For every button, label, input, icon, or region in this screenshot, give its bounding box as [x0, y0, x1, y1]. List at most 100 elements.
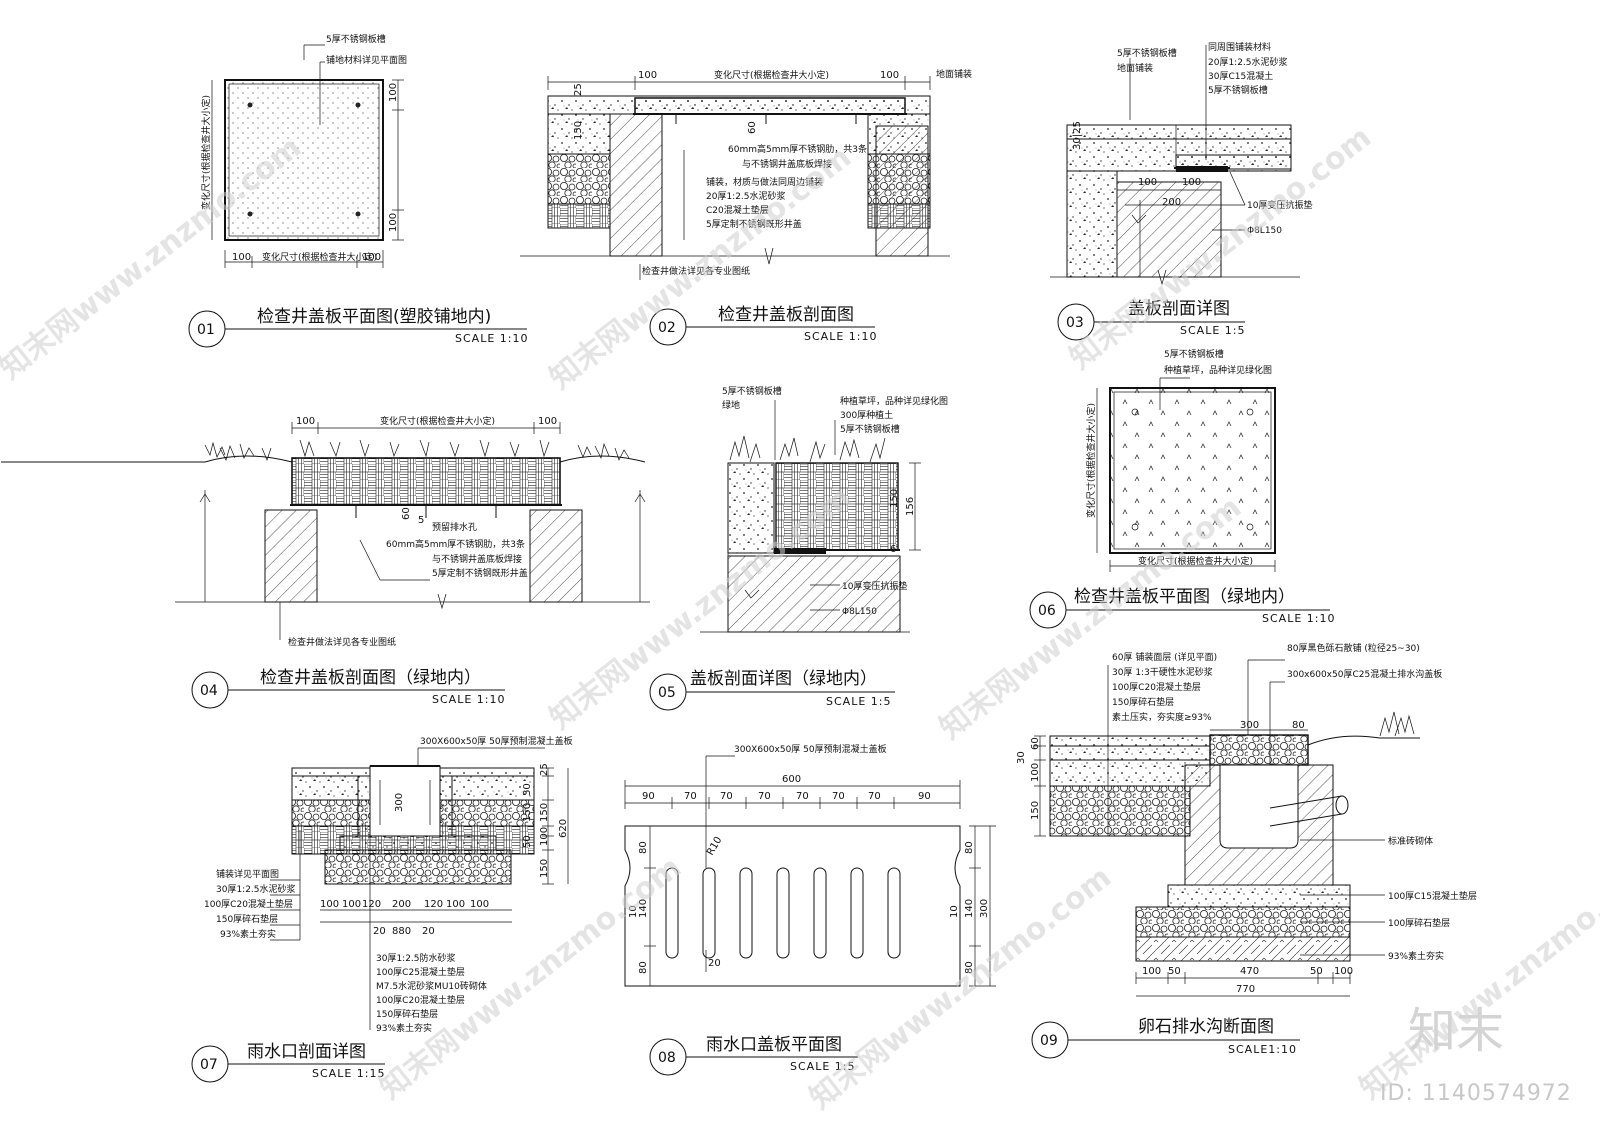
d06-note-groove: 5厚不锈钢板槽 — [1164, 348, 1224, 360]
d03-dim-c: 200 — [1162, 197, 1181, 208]
d07-dim-pit: 300 — [394, 793, 405, 812]
d09-note-gravel: 150厚碎石垫层 — [1112, 696, 1174, 708]
d05-dim-d: 150 — [889, 489, 900, 508]
title-06-text: 检查井盖板平面图（绿地内） — [1074, 587, 1295, 607]
d07-dim-h5: 50 — [522, 835, 533, 848]
d07-dim-h6: 150 — [539, 859, 550, 878]
d03-note-same: 同周围铺装材料 — [1208, 41, 1271, 53]
title-block-06: 06 检查井盖板平面图（绿地内） SCALE 1:10 — [1029, 587, 1335, 629]
d07-note-soil: 93%素土夯实 — [220, 928, 276, 940]
d08-dim-total: 600 — [782, 774, 801, 785]
d09-dim-l1: 60 — [1030, 737, 1041, 750]
d01-dim-v-bottom: 100 — [388, 213, 399, 232]
title-block-08: 08 雨水口盖板平面图 SCALE 1:5 — [649, 1035, 858, 1076]
d08-dim-r1: 140 — [964, 899, 975, 918]
d03-note-c15: 30厚C15混凝土 — [1208, 70, 1273, 82]
d02-dim-rib: 60 — [747, 121, 758, 134]
d04-note-well: 检查井做法详见各专业图纸 — [288, 636, 396, 648]
d07-dim-h0: 25 — [539, 763, 550, 776]
d02-dim-right: 100 — [880, 70, 899, 81]
d07-note-mortar: 30厚1:2.5水泥砂浆 — [216, 883, 296, 895]
d04-dim-right: 100 — [538, 416, 557, 427]
watermark-text-6: 知末网www.znzmo.com — [373, 850, 688, 1107]
d08-dim-radius: R10 — [705, 835, 724, 858]
d03-note-rebar: Φ8L150 — [1247, 226, 1282, 236]
d09-dim-l0: 30 — [1016, 751, 1027, 764]
d02-dim-left: 100 — [638, 70, 657, 81]
d09-dim-b2: 470 — [1240, 966, 1259, 977]
d04-dim-left: 100 — [296, 416, 315, 427]
d05-dim-t: 6 — [890, 544, 896, 555]
d07-note-brick: M7.5水泥砂浆MU10砖砌体 — [376, 980, 487, 992]
detail-05-cover-section-green: 5厚不锈钢板槽 绿地 种植草坪，品种详见绿化图 300厚种植土 5厚不锈钢板槽 … — [700, 385, 948, 633]
d08-dim-slot: 20 — [708, 958, 721, 969]
d07-dim-total: 620 — [558, 819, 569, 838]
detail-07-inlet-section: 300X600x50厚 50厚预制混凝土盖板 铺装详见平面图 30厚1:2.5水… — [204, 735, 573, 1034]
d07-dim-b1: 100 — [342, 899, 361, 910]
title-02-text: 检查井盖板剖面图 — [718, 305, 854, 325]
title-06-scale: SCALE 1:10 — [1262, 612, 1335, 625]
title-03-scale: SCALE 1:5 — [1180, 324, 1245, 337]
d02-note-mortar: 20厚1:2.5水泥砂浆 — [706, 190, 786, 202]
d02-note-ground: 地面铺装 — [936, 68, 972, 80]
d08-note-cover: 300X600x50厚 50厚预制混凝土盖板 — [734, 743, 887, 755]
d01-note-paving: 铺地材料详见平面图 — [326, 54, 407, 66]
d07-dim-h4: 100 — [539, 827, 550, 846]
d03-dim-v: 30|25 — [1072, 121, 1083, 150]
d03-note-mortar: 20厚1:2.5水泥砂浆 — [1208, 56, 1288, 68]
d09-dim-top1: 80 — [1292, 720, 1305, 731]
title-05-text: 盖板剖面详图（绿地内） — [690, 669, 877, 689]
d08-dim-t7: 90 — [918, 791, 931, 802]
d09-note-gravel2: 100厚碎石垫层 — [1388, 917, 1450, 929]
d08-dim-total-v: 300 — [979, 899, 990, 918]
d03-note-groove2: 5厚不锈钢板槽 — [1208, 84, 1268, 96]
d05-note-groove: 5厚不锈钢板槽 — [722, 385, 782, 397]
d09-note-pebble: 80厚黑色砾石散铺 (粒径25~30) — [1287, 642, 1420, 654]
d02-note-weld: 与不锈钢井盖底板焊接 — [742, 158, 832, 170]
d09-dim-total: 770 — [1236, 984, 1255, 995]
d07-note-c20: 100厚C20混凝土垫层 — [204, 898, 293, 910]
d01-note-steel-groove: 5厚不锈钢板槽 — [326, 33, 386, 45]
d06-dim-bottom: 变化尺寸(根据检查井大小定) — [1138, 555, 1253, 567]
title-07-text: 雨水口剖面详图 — [247, 1042, 366, 1062]
d07-dim-s0: 20 — [373, 926, 386, 937]
detail-01-plan-plastic-paving: 5厚不锈钢板槽 铺地材料详见平面图 100 变化尺寸(根据检查井大小定) 100… — [200, 33, 407, 268]
d07-dim-b4: 120 — [424, 899, 443, 910]
d03-note-groove: 5厚不锈钢板槽 — [1117, 47, 1177, 59]
d05-note-rebar: Φ8L150 — [842, 607, 877, 617]
d07-dim-b5: 100 — [446, 899, 465, 910]
title-09-scale: SCALE1:10 — [1228, 1043, 1297, 1056]
d01-dim-middle: 变化尺寸(根据检查井大小定) — [262, 251, 377, 263]
title-05-scale: SCALE 1:5 — [826, 695, 891, 708]
d07-note-c25: 100厚C25混凝土垫层 — [376, 966, 465, 978]
watermark-text-8: 知末网www.znzmo.com — [1353, 850, 1600, 1107]
d01-dim-right: 100 — [362, 252, 381, 263]
d08-dim-t6: 70 — [868, 791, 881, 802]
d07-note-paving: 铺装详见平面图 — [216, 868, 279, 880]
d08-dim-l0: 80 — [638, 841, 649, 854]
d08-slots — [665, 867, 901, 959]
d04-note-rib: 60mm高5mm厚不锈钢肋，共3条 — [386, 538, 525, 550]
d07-dim-h2: 150 — [539, 803, 550, 822]
title-03-number: 03 — [1066, 315, 1084, 331]
d01-dim-left: 100 — [232, 252, 251, 263]
detail-04-section-green: 100 变化尺寸(根据检查井大小定) 100 60 5 预留排水孔 60mm高5… — [1, 415, 650, 648]
d07-dim-h1: 30 — [522, 783, 533, 796]
d03-dim-a: 100 — [1138, 177, 1157, 188]
d08-dim-l1: 140 — [638, 899, 649, 918]
watermark-text-5: 知末网www.znzmo.com — [933, 490, 1248, 747]
title-09-text: 卵石排水沟断面图 — [1138, 1017, 1274, 1037]
d01-dim-v-middle: 变化尺寸(根据检查井大小定) — [200, 95, 212, 210]
d09-note-surface: 60厚 铺装面层 (详见平面) — [1112, 651, 1217, 663]
d05-note-grass: 种植草坪，品种详见绿化图 — [840, 395, 948, 407]
d02-note-well: 检查井做法详见各专业图纸 — [642, 265, 750, 277]
d07-note-soilb: 93%素土夯实 — [376, 1022, 432, 1034]
title-04-text: 检查井盖板剖面图（绿地内） — [260, 668, 481, 688]
title-block-04: 04 检查井盖板剖面图（绿地内） SCALE 1:10 — [191, 668, 505, 709]
title-08-number: 08 — [658, 1050, 676, 1066]
d07-dim-b3: 200 — [392, 899, 411, 910]
title-block-09: 09 卵石排水沟断面图 SCALE1:10 — [1031, 1017, 1300, 1059]
title-04-number: 04 — [200, 683, 218, 699]
d08-dim-l2: 80 — [638, 961, 649, 974]
title-02-scale: SCALE 1:10 — [804, 330, 877, 343]
